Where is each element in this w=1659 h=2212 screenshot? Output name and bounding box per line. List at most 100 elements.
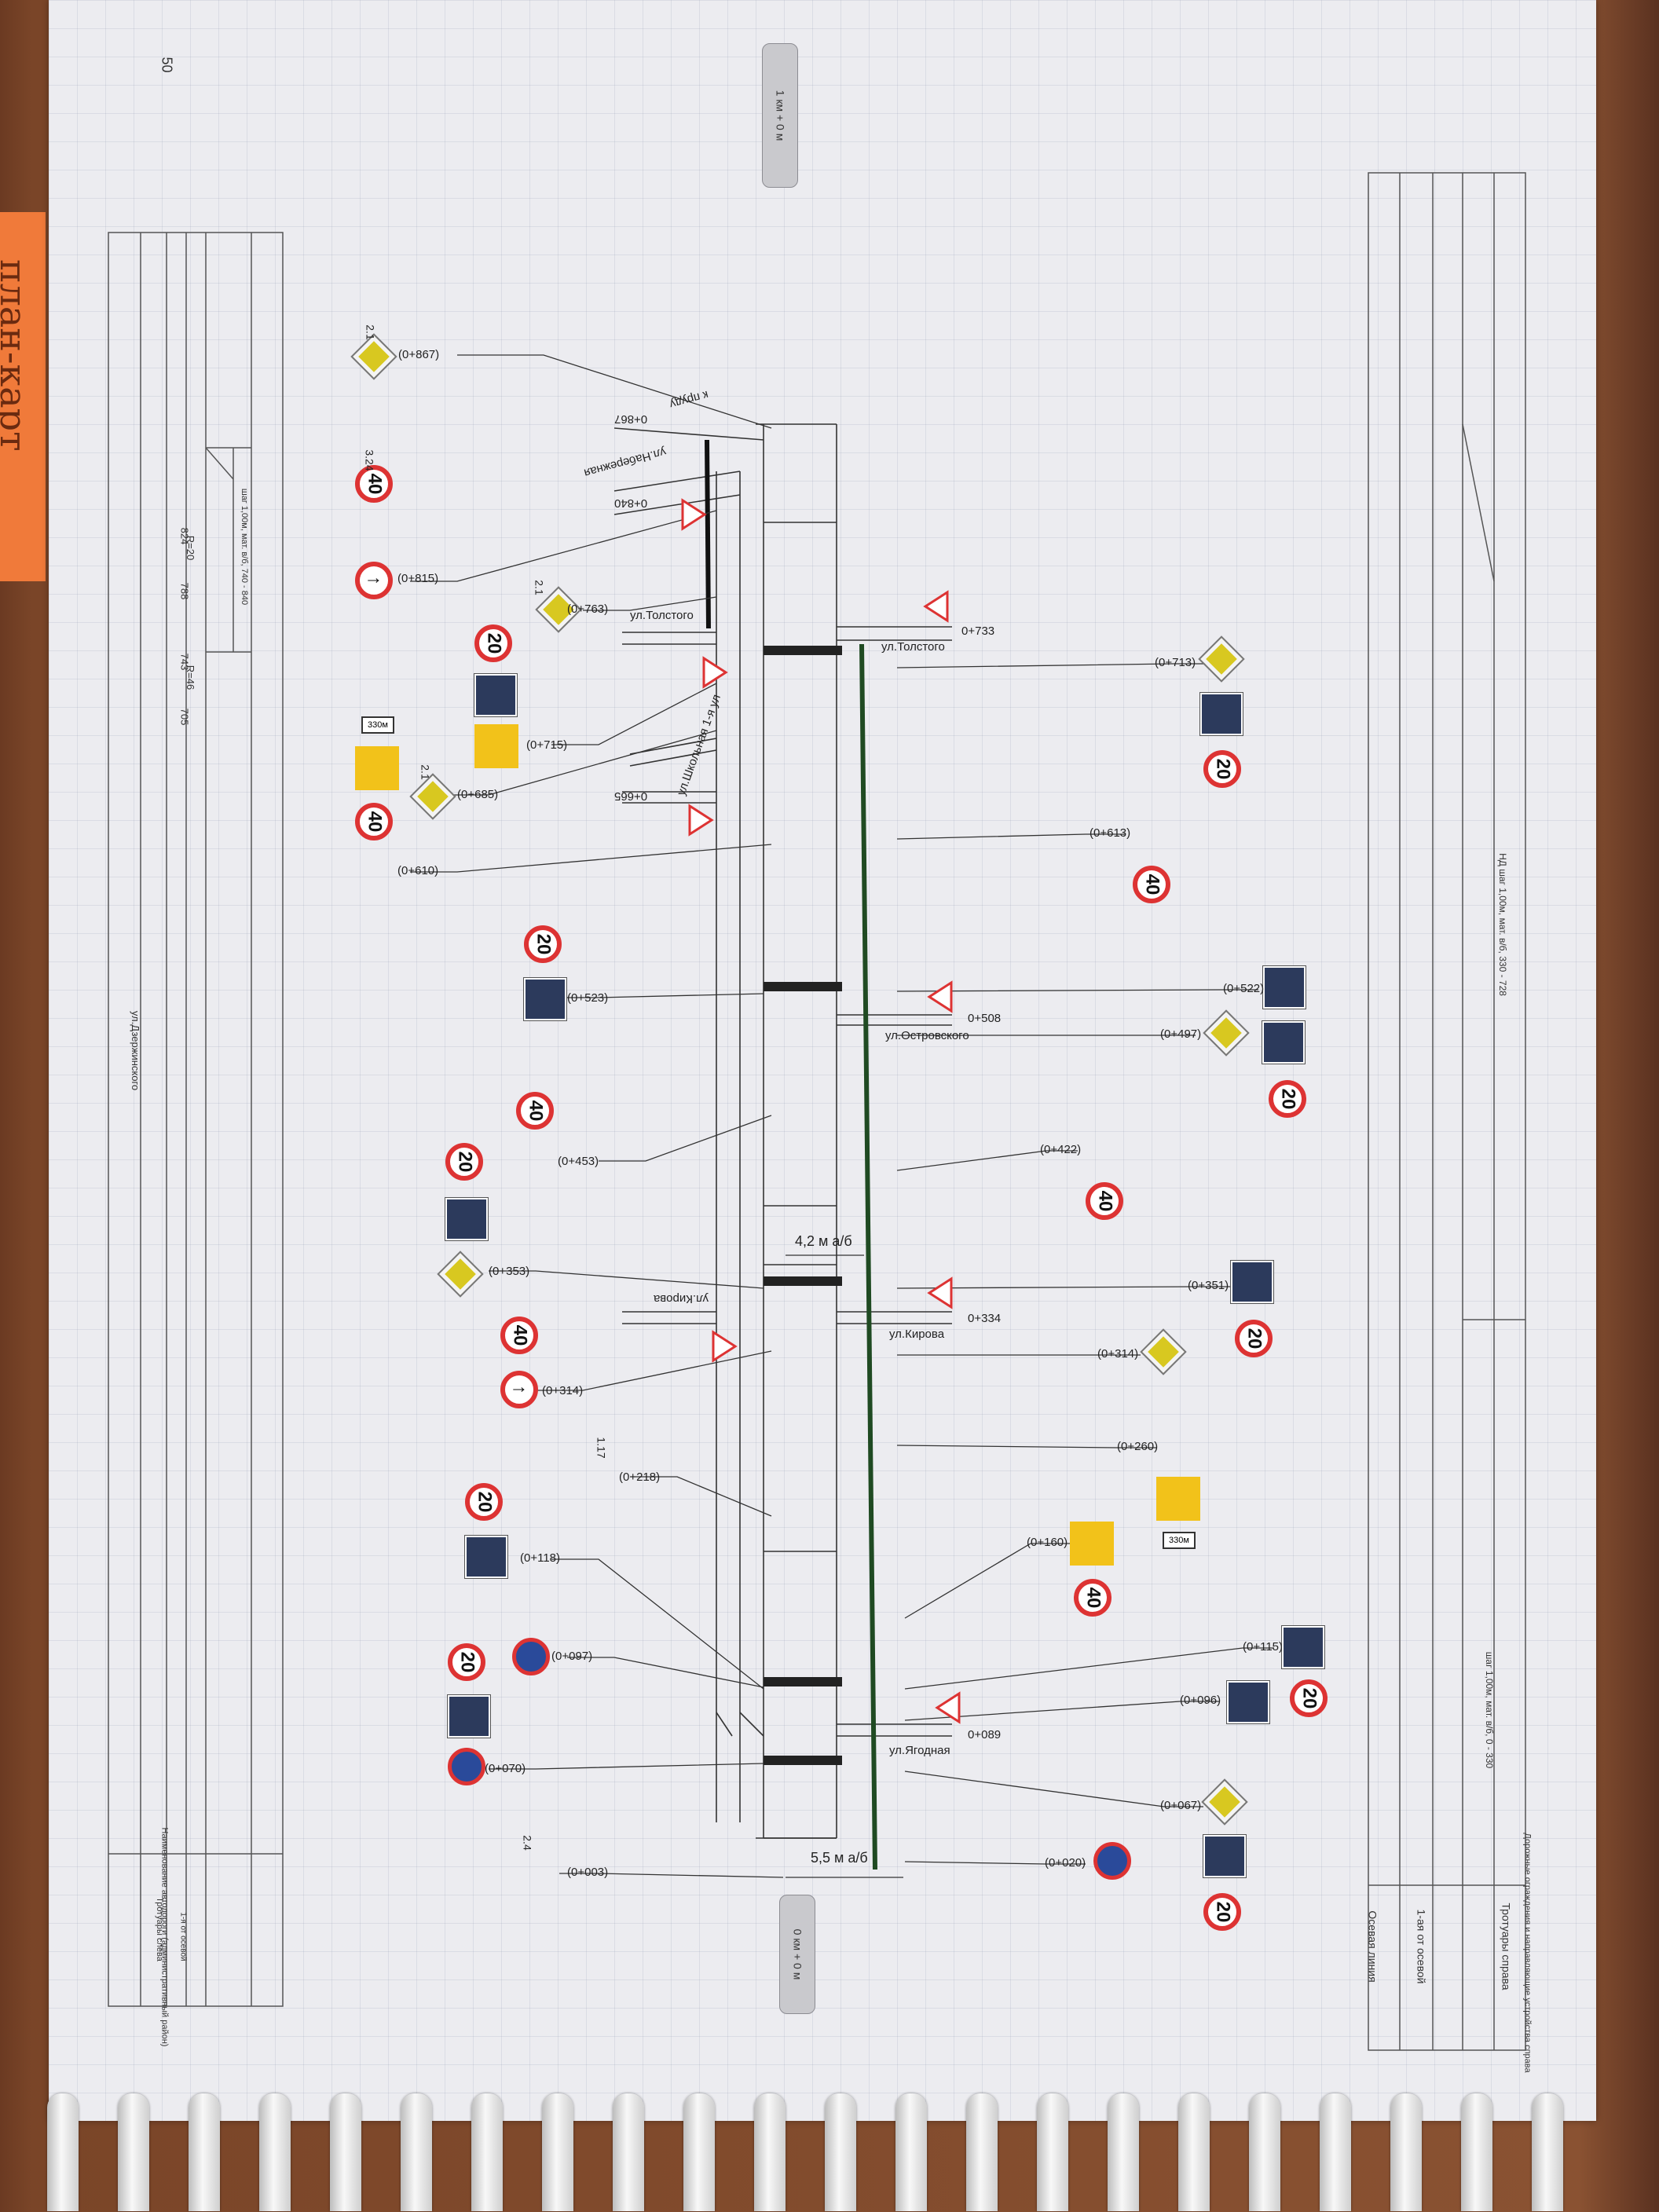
- sticky-note: [0, 212, 46, 581]
- distance-plate: 330м: [1163, 1532, 1196, 1549]
- pk-label: (0+353): [489, 1265, 530, 1278]
- binding-coil: [1249, 2093, 1280, 2211]
- no-stopping-sign: [1093, 1842, 1131, 1880]
- sign-code: 2.1: [419, 764, 432, 780]
- crosswalk-sign: [464, 1535, 508, 1579]
- binding-coil: [1178, 2093, 1210, 2211]
- sign-code: 2.4: [521, 1835, 534, 1851]
- pk-label: (0+118): [520, 1551, 561, 1565]
- children-warning-sign: [1156, 1477, 1200, 1521]
- speed-limit-sign: 20: [474, 624, 512, 662]
- speed-limit-sign: 40: [1086, 1182, 1123, 1220]
- speed-limit-sign: 20: [1269, 1080, 1306, 1118]
- speed-limit-sign: 40: [1074, 1579, 1111, 1617]
- road-width-top: 4,2 м а/б: [795, 1233, 852, 1249]
- right-panel-row-1: 1-ая от осевой: [1415, 1909, 1428, 1984]
- street-tolstogo-left: ул.Толстого: [630, 609, 694, 622]
- pk-label: (0+610): [397, 864, 439, 877]
- speed-limit-sign: 20: [448, 1643, 485, 1681]
- pk-label: (0+260): [1117, 1440, 1159, 1453]
- binding-coil: [1390, 2093, 1422, 2211]
- leader-lines-right: [896, 663, 1274, 1865]
- right-panel-row-2: Дорожные ограждения и направляющие устро…: [1522, 1833, 1533, 2073]
- binding-coil: [189, 2093, 220, 2211]
- road-width-bottom: 5,5 м а/б: [811, 1850, 868, 1866]
- sign-code: 2.1: [364, 324, 377, 340]
- pk-label: (0+522): [1223, 982, 1265, 995]
- sticky-note-text: план-карт: [0, 259, 35, 452]
- pk-label: (0+613): [1090, 826, 1131, 840]
- pk-label: (0+715): [526, 738, 568, 752]
- road-edges: [613, 423, 952, 1839]
- chainage-0-334: 0+334: [968, 1312, 1002, 1325]
- speed-limit-sign: 20: [465, 1483, 503, 1521]
- no-stopping-sign: [512, 1638, 550, 1675]
- left-info-panel: [108, 232, 284, 2007]
- speed-limit-sign: 40: [1133, 866, 1170, 903]
- crosswalk-sign: [1199, 692, 1243, 736]
- turn-priority-sign: [1226, 1680, 1270, 1724]
- chainage-0-665: 0+665: [614, 789, 648, 803]
- binding-coil: [47, 2093, 79, 2211]
- turn-priority-sign: [1262, 965, 1306, 1009]
- chainage-0-733: 0+733: [961, 624, 995, 638]
- lamp-note: шаг 1,00м, мат. в/б, 740 - 840: [240, 488, 250, 606]
- speed-limit-sign: 40: [355, 803, 393, 840]
- pk-label: (0+003): [567, 1866, 609, 1879]
- leader-lines: [410, 354, 784, 1878]
- centerline-dark: [705, 439, 711, 629]
- left-panel-row-5: 1-я от осевой: [178, 1912, 188, 1961]
- right-info-panel: [1368, 172, 1526, 2051]
- sign-code: 2.1: [533, 580, 546, 595]
- pk-label: (0+867): [398, 348, 440, 361]
- crosswalk-sign: [1281, 1625, 1325, 1669]
- children-warning-sign: [1070, 1522, 1114, 1566]
- binding-coil: [1461, 2093, 1492, 2211]
- binding-coil: [1108, 2093, 1139, 2211]
- plan-value-r20: R=20: [185, 535, 197, 561]
- pk-label: (0+763): [567, 602, 609, 616]
- binding-coil: [683, 2093, 715, 2211]
- binding-coil: [895, 2093, 927, 2211]
- right-panel-row-3: Тротуары справа: [1500, 1903, 1513, 1990]
- street-tolstogo-right: ул.Толстого: [881, 640, 945, 654]
- sign-code: 1.17: [595, 1437, 608, 1459]
- pk-label: (0+713): [1155, 656, 1196, 669]
- chainage-0-867: 0+867: [614, 412, 648, 426]
- chainage-0-089: 0+089: [968, 1728, 1002, 1741]
- pk-label: (0+097): [551, 1650, 593, 1663]
- binding-coil: [401, 2093, 432, 2211]
- binding-coil: [754, 2093, 786, 2211]
- pk-label: (0+160): [1027, 1536, 1068, 1549]
- street-kirova-right: ул.Кирова: [889, 1328, 945, 1341]
- road-triangles: [681, 498, 961, 1724]
- left-panel-street: ул.Дзержинского: [130, 1010, 142, 1091]
- pk-label: (0+422): [1040, 1143, 1082, 1156]
- binding-coil: [825, 2093, 856, 2211]
- chainage-0-508: 0+508: [968, 1012, 1002, 1025]
- drawing-sheet: 50 1 км + 0 м 0 км + 0 м: [49, 0, 1596, 2121]
- pk-label: (0+020): [1045, 1856, 1086, 1870]
- speed-limit-sign: 20: [1203, 750, 1241, 788]
- pk-label: (0+523): [567, 991, 609, 1005]
- pk-label: (0+067): [1160, 1799, 1202, 1812]
- pk-label: (0+314): [542, 1384, 584, 1397]
- pk-label: (0+070): [485, 1762, 526, 1775]
- no-stopping-sign: [448, 1748, 485, 1785]
- no-left-turn-sign: ↑: [500, 1371, 538, 1408]
- centerline: [859, 643, 877, 1870]
- chainage-0-840: 0+840: [614, 496, 648, 510]
- street-ostrovskogo: ул.Островского: [885, 1029, 969, 1042]
- left-panel-row-3: Тротуары слева: [154, 1897, 164, 1961]
- speed-limit-sign: 20: [445, 1143, 483, 1181]
- right-panel-note-bottom: шаг 1,00м, мат. в/б, 0 - 330: [1484, 1651, 1496, 1769]
- binding-coil: [542, 2093, 573, 2211]
- binding-coil: [966, 2093, 998, 2211]
- children-warning-sign: [474, 724, 518, 768]
- chainage-pill-top: 1 км + 0 м: [762, 43, 798, 188]
- right-panel-note-top: НД шаг 1,00м, мат. в/б, 330 - 728: [1496, 853, 1508, 996]
- pk-label: (0+351): [1188, 1279, 1229, 1292]
- chainage-pill-bottom: 0 км + 0 м: [779, 1895, 815, 2014]
- no-left-turn-sign: ↑: [355, 562, 393, 599]
- crosswalk-sign: [474, 673, 518, 717]
